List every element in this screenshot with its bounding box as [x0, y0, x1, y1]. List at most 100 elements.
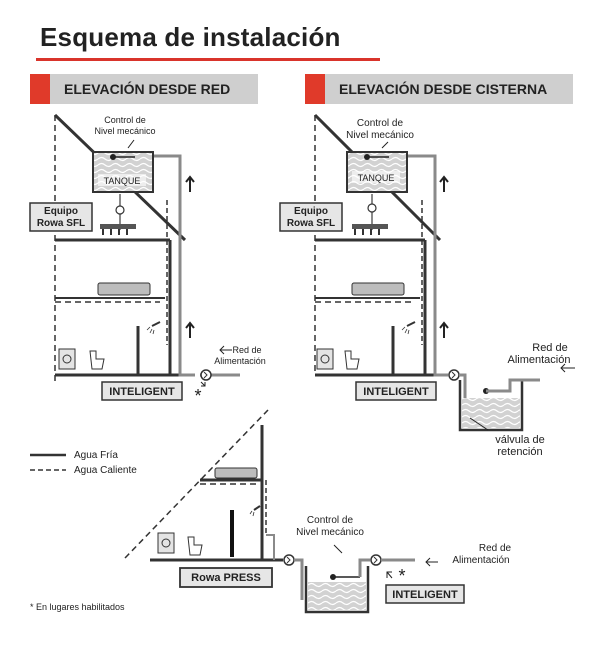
- equipo-label: Rowa SFL: [287, 218, 335, 229]
- check-valve-arrow: [451, 371, 456, 379]
- control-nivel-label: Nivel mecánico: [346, 130, 414, 141]
- washer-door: [320, 354, 330, 364]
- pointer-arrow: [386, 571, 393, 579]
- equipo-label: Equipo: [44, 206, 78, 217]
- control-nivel-label: Nivel mecánico: [296, 527, 364, 538]
- manifold: [100, 224, 136, 229]
- shower-spray: [249, 510, 255, 517]
- red-alimentacion-label: Alimentación: [508, 354, 571, 366]
- supply-pipe: [486, 378, 540, 393]
- equipo-label: Equipo: [294, 206, 328, 217]
- shower-head-icon: [151, 321, 161, 327]
- washing-machine-icon: [157, 532, 175, 554]
- section-header-cisterna: ELEVACIÓN DESDE CISTERNA: [305, 74, 573, 104]
- check-valve-icon: [283, 554, 295, 566]
- flow-arrow-up: [439, 175, 449, 192]
- flow-arrow-up: [185, 175, 195, 192]
- control-nivel-label: Control de: [104, 115, 146, 125]
- legend-cold-label: Agua Fría: [74, 450, 118, 461]
- shower-head-icon: [406, 321, 416, 327]
- label-pointer: [127, 139, 135, 149]
- red-alimentacion-label: Alimentación: [452, 555, 509, 566]
- washer-door: [161, 538, 171, 548]
- check-valve-icon: [448, 369, 460, 381]
- supply-arrow: [560, 363, 575, 373]
- asterisk-mark: *: [194, 386, 201, 406]
- flow-arrow-up: [439, 321, 449, 338]
- control-nivel-label: Control de: [357, 118, 404, 129]
- tank-label: TANQUE: [104, 176, 141, 186]
- cold-water-pipe: [266, 534, 275, 560]
- accent-square: [305, 74, 325, 104]
- valvula-label: válvula de: [495, 434, 545, 446]
- bed-icon: [351, 282, 405, 296]
- inteligent-label: INTELIGENT: [363, 386, 429, 398]
- valvula-label: retención: [497, 446, 542, 458]
- pointer-arrow: [200, 381, 206, 387]
- control-nivel-label: Nivel mecánico: [94, 126, 155, 136]
- cistern-outline: [458, 380, 524, 432]
- red-alimentacion-label: Alimentación: [214, 356, 266, 366]
- tank-label-bg: [98, 174, 146, 186]
- check-valve-arrow: [203, 371, 208, 379]
- shower-head-icon: [253, 505, 261, 511]
- accent-square: [30, 74, 50, 104]
- washing-machine-icon: [58, 348, 76, 370]
- red-alimentacion-label: Red de: [479, 543, 512, 554]
- red-alimentacion-label: Red de: [532, 342, 567, 354]
- footnote: * En lugares habilitados: [30, 602, 125, 612]
- diagram-red: TANQUE Control de Nivel mecánico Equipo …: [29, 113, 266, 406]
- toilet-icon: [344, 350, 360, 370]
- legend: Agua Fría Agua Caliente: [30, 450, 137, 476]
- inteligent-box: [101, 381, 183, 401]
- label-pointer: [333, 544, 343, 554]
- flow-arrow-up: [185, 321, 195, 338]
- washer-door: [62, 354, 72, 364]
- cistern-outline: [304, 566, 370, 614]
- red-alimentacion-label: Red de: [232, 345, 261, 355]
- toilet-icon: [89, 350, 105, 370]
- check-valve-arrow: [373, 556, 378, 564]
- tank-label: TANQUE: [358, 173, 395, 183]
- toilet-icon: [187, 536, 203, 556]
- check-valve-arrow: [286, 556, 291, 564]
- asterisk-mark: *: [398, 566, 405, 586]
- supply-pipe: [358, 558, 370, 577]
- inteligent-box: [385, 584, 465, 604]
- rowa-press-box: [179, 567, 273, 588]
- pump-icon: [115, 205, 125, 215]
- label-pointer: [381, 141, 389, 149]
- manifold: [352, 224, 388, 229]
- equipo-rowa-box: [279, 202, 343, 232]
- bed-icon: [214, 467, 258, 479]
- section-title-red: ELEVACIÓN DESDE RED: [64, 81, 231, 97]
- cold-water-pipe: [407, 154, 448, 377]
- diagram-rowa-press: Control de Nivel mecánico Red de Aliment…: [124, 409, 512, 614]
- inteligent-label: INTELIGENT: [392, 589, 458, 601]
- suction-pipe: [294, 558, 304, 600]
- supply-arrow: [219, 345, 232, 355]
- inteligent-label: INTELIGENT: [109, 386, 175, 398]
- shower-spray: [146, 326, 155, 335]
- bed-icon: [97, 282, 151, 296]
- section-title-cisterna: ELEVACIÓN DESDE CISTERNA: [339, 81, 548, 97]
- manifold-valves: [354, 229, 380, 235]
- check-valve-icon: [370, 554, 382, 566]
- section-header-red: ELEVACIÓN DESDE RED: [30, 74, 258, 104]
- shower-spray: [401, 326, 410, 335]
- valve-pointer: [469, 417, 489, 431]
- check-valve-icon: [200, 369, 212, 381]
- cistern-water: [462, 398, 520, 428]
- page-title: Esquema de instalación: [40, 22, 341, 52]
- hot-water-dashed-line: [124, 409, 269, 559]
- legend-hot-label: Agua Caliente: [74, 465, 137, 476]
- diagram-cisterna: TANQUE Control de Nivel mecánico Equipo …: [279, 113, 575, 458]
- cold-water-pipe: [152, 154, 195, 377]
- title-underline: [36, 58, 380, 61]
- manifold-valves: [102, 229, 128, 235]
- inteligent-box: [355, 381, 437, 401]
- rowa-press-label: Rowa PRESS: [191, 572, 261, 584]
- cistern-water: [308, 582, 366, 610]
- equipo-label: Rowa SFL: [37, 218, 85, 229]
